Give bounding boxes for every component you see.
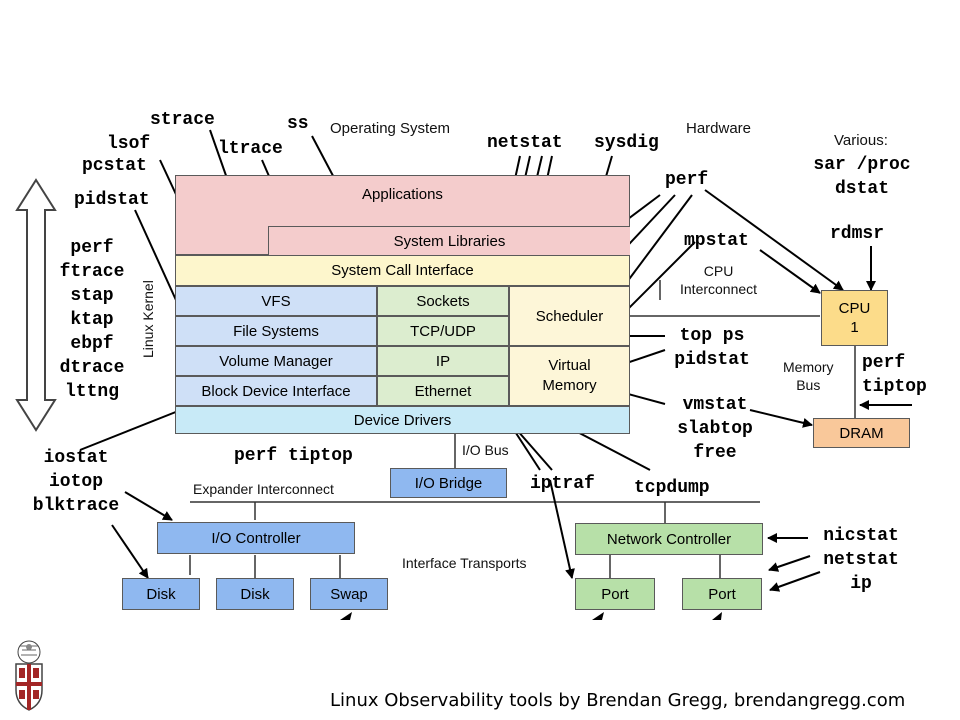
shield-logo [15, 640, 43, 711]
tool-left-stack: perf ftrace stap ktap ebpf dtrace lttng [59, 238, 125, 402]
io-controller-box: I/O Controller [157, 522, 355, 554]
tool-perf-top: perf [665, 170, 709, 190]
network-controller-box: Network Controller [575, 523, 763, 555]
tool-various: sar /proc dstat [813, 155, 911, 199]
tool-lsof: lsof [107, 134, 151, 154]
port-box-2: Port [682, 578, 762, 610]
linux-kernel-label: Linux Kernel [140, 280, 156, 358]
port-label-1: Port [601, 585, 629, 603]
partial-arrowheads [340, 612, 722, 620]
system-libraries-label: System Libraries [393, 232, 506, 250]
io-bridge-label: I/O Bridge [414, 474, 483, 492]
io-controller-label: I/O Controller [211, 529, 301, 547]
tool-strace: strace [150, 110, 215, 130]
tool-nicstat-group: nicstat netstat ip [823, 526, 899, 594]
file-systems-label: File Systems [233, 322, 319, 340]
memory-bus-label: Memory Bus [783, 359, 834, 393]
vfs-layer: VFS [175, 286, 377, 316]
block-device-interface-layer: Block Device Interface [175, 376, 377, 406]
port-label-2: Port [708, 585, 736, 603]
scheduler-label: Scheduler [535, 307, 604, 325]
virtual-memory-layer: Virtual Memory [509, 346, 630, 406]
port-box-1: Port [575, 578, 655, 610]
swap-box: Swap [310, 578, 388, 610]
tool-iptraf: iptraf [530, 474, 595, 494]
network-controller-label: Network Controller [606, 530, 732, 548]
ip-layer: IP [377, 346, 509, 376]
tool-sysdig: sysdig [594, 133, 659, 153]
volume-manager-layer: Volume Manager [175, 346, 377, 376]
block-device-interface-label: Block Device Interface [201, 382, 351, 400]
tool-perf-tiptop-right: perf tiptop [862, 353, 927, 397]
dram-label: DRAM [839, 424, 884, 442]
system-call-interface-label: System Call Interface [331, 262, 474, 279]
sockets-label: Sockets [416, 292, 470, 310]
scheduler-layer: Scheduler [509, 286, 630, 346]
dram-box: DRAM [813, 418, 910, 448]
operating-system-label: Operating System [330, 120, 451, 137]
sockets-layer: Sockets [377, 286, 509, 316]
io-bridge-box: I/O Bridge [390, 468, 507, 498]
device-drivers-layer: Device Drivers [175, 406, 630, 434]
system-call-interface-layer: System Call Interface [175, 255, 630, 286]
tool-ltrace: ltrace [218, 139, 283, 159]
various-label: Various: [834, 132, 888, 149]
tool-vmstat-group: vmstat slabtop free [677, 395, 753, 463]
tcp-udp-layer: TCP/UDP [377, 316, 509, 346]
ip-label: IP [435, 352, 451, 370]
tool-mpstat: mpstat [684, 231, 749, 251]
swap-label: Swap [330, 585, 368, 603]
ethernet-layer: Ethernet [377, 376, 509, 406]
tool-ss: ss [287, 114, 309, 134]
disk-box-1: Disk [122, 578, 200, 610]
tcp-udp-label: TCP/UDP [410, 322, 476, 340]
tool-rdmsr: rdmsr [830, 224, 885, 244]
tool-top-ps-pidstat: top ps pidstat [674, 326, 750, 370]
cpu-box: CPU 1 [821, 290, 888, 346]
tool-pcstat: pcstat [82, 156, 147, 176]
system-libraries-layer: System Libraries [268, 226, 630, 255]
volume-manager-label: Volume Manager [219, 352, 333, 370]
cpu-label: CPU 1 [838, 300, 871, 336]
device-drivers-label: Device Drivers [353, 411, 452, 429]
io-bus-label: I/O Bus [462, 442, 509, 458]
ethernet-label: Ethernet [414, 382, 472, 400]
caption: Linux Observability tools by Brendan Gre… [330, 690, 906, 711]
tool-pidstat-left: pidstat [74, 190, 150, 210]
interface-transports-label: Interface Transports [402, 555, 527, 571]
expander-interconnect-label: Expander Interconnect [193, 481, 334, 497]
disk-box-2: Disk [216, 578, 294, 610]
kernel-range-arrow [15, 178, 57, 432]
virtual-memory-label: Virtual Memory [542, 357, 597, 394]
tool-iostat-group: iostat iotop blktrace [32, 448, 120, 516]
applications-label: Applications [362, 186, 443, 203]
bus-lines [189, 280, 856, 578]
disk-label-1: Disk [146, 585, 176, 603]
disk-label-2: Disk [240, 585, 270, 603]
tool-perf-tiptop-mid: perf tiptop [234, 446, 353, 466]
file-systems-layer: File Systems [175, 316, 377, 346]
tool-tcpdump: tcpdump [634, 478, 710, 498]
cpu-interconnect-label: CPU Interconnect [680, 263, 758, 297]
hardware-label: Hardware [686, 120, 752, 137]
vfs-label: VFS [261, 292, 291, 310]
tool-netstat-top: netstat [487, 133, 563, 153]
